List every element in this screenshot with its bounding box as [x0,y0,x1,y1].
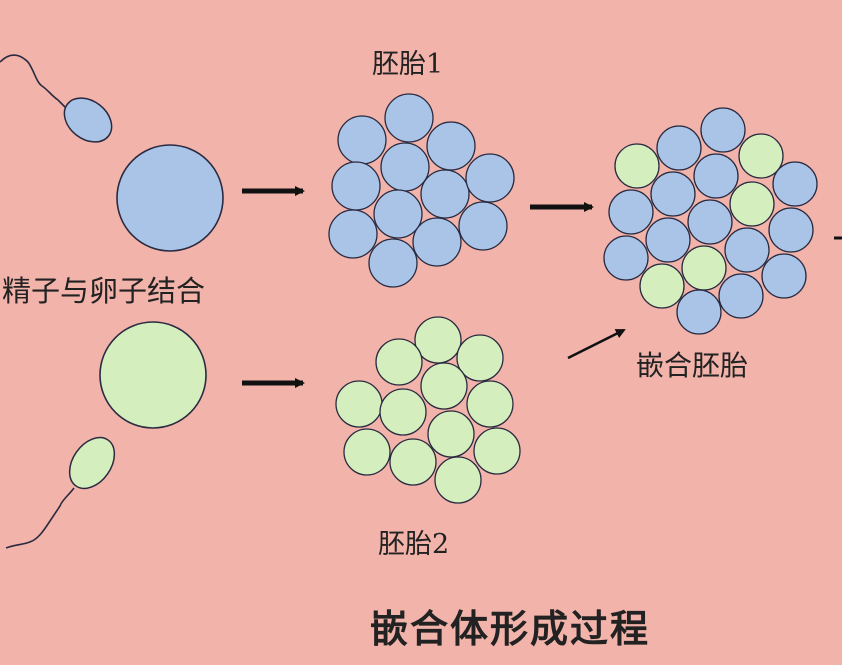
chimera-cell [639,263,685,309]
embryo1-label: 胚胎1 [372,49,444,80]
chimera-cell [768,207,814,253]
embryo2-cell [335,380,383,428]
embryo1-cell [368,238,418,288]
chimera-cell [650,171,696,217]
blue-sperm [0,54,113,143]
chimera-cell [729,181,775,227]
green-egg [99,321,207,429]
chimera-cluster [603,107,818,335]
embryo1-cell [458,201,508,251]
embryo1-cell [337,115,387,165]
embryo2-cell [473,427,521,475]
embryo1-cell [331,161,381,211]
embryo2-cell [456,334,504,382]
embryo2-cell [414,316,462,364]
embryo2-cell [375,338,423,386]
chimera-cell [718,273,764,319]
chimera-cell [724,227,770,273]
embryo2-cell [389,438,437,486]
green-sperm-head [68,436,116,490]
chimera-cell [687,199,733,245]
embryo1-cell [420,169,470,219]
chimera-cell [738,133,784,179]
blue-sperm-head [63,97,113,143]
embryo2-cell [343,428,391,476]
embryo1-cell [384,93,434,143]
embryo1-cell [465,153,515,203]
chimera-cell [676,289,722,335]
chimera-cell [693,153,739,199]
embryo2-cell [466,380,514,428]
chimera-cell [645,217,691,263]
embryo2-cell [434,456,482,504]
page-title: 嵌合体形成过程 [370,607,651,651]
blue-sperm-tail [0,54,71,113]
blue-egg [116,144,224,252]
embryo1-cell [380,142,430,192]
chimera-cell [761,253,807,299]
chimera-cell [603,235,649,281]
embryo2-label: 胚胎2 [378,529,450,560]
fertilization-label: 精子与卵子结合 [2,274,206,308]
embryo1-cell [328,209,378,259]
embryo2-cluster [335,316,521,504]
arrow-embryo2-to-chimera [567,328,626,360]
chimera-label: 嵌合胚胎 [636,349,749,382]
chimera-cell [772,161,818,207]
chimera-cell [700,107,746,153]
green-sperm [5,436,116,549]
green-sperm-tail [5,487,75,549]
embryo1-cell [412,217,462,267]
chimera-cell [656,125,702,171]
embryo1-cluster [328,93,515,288]
embryo2-cell [427,410,475,458]
embryo1-cell [373,189,423,239]
embryo2-cell [379,388,427,436]
chimera-cell [608,189,654,235]
chimera-cell [681,245,727,291]
embryo2-cell [420,362,468,410]
embryo1-cell [426,121,476,171]
chimera-cell [614,143,660,189]
